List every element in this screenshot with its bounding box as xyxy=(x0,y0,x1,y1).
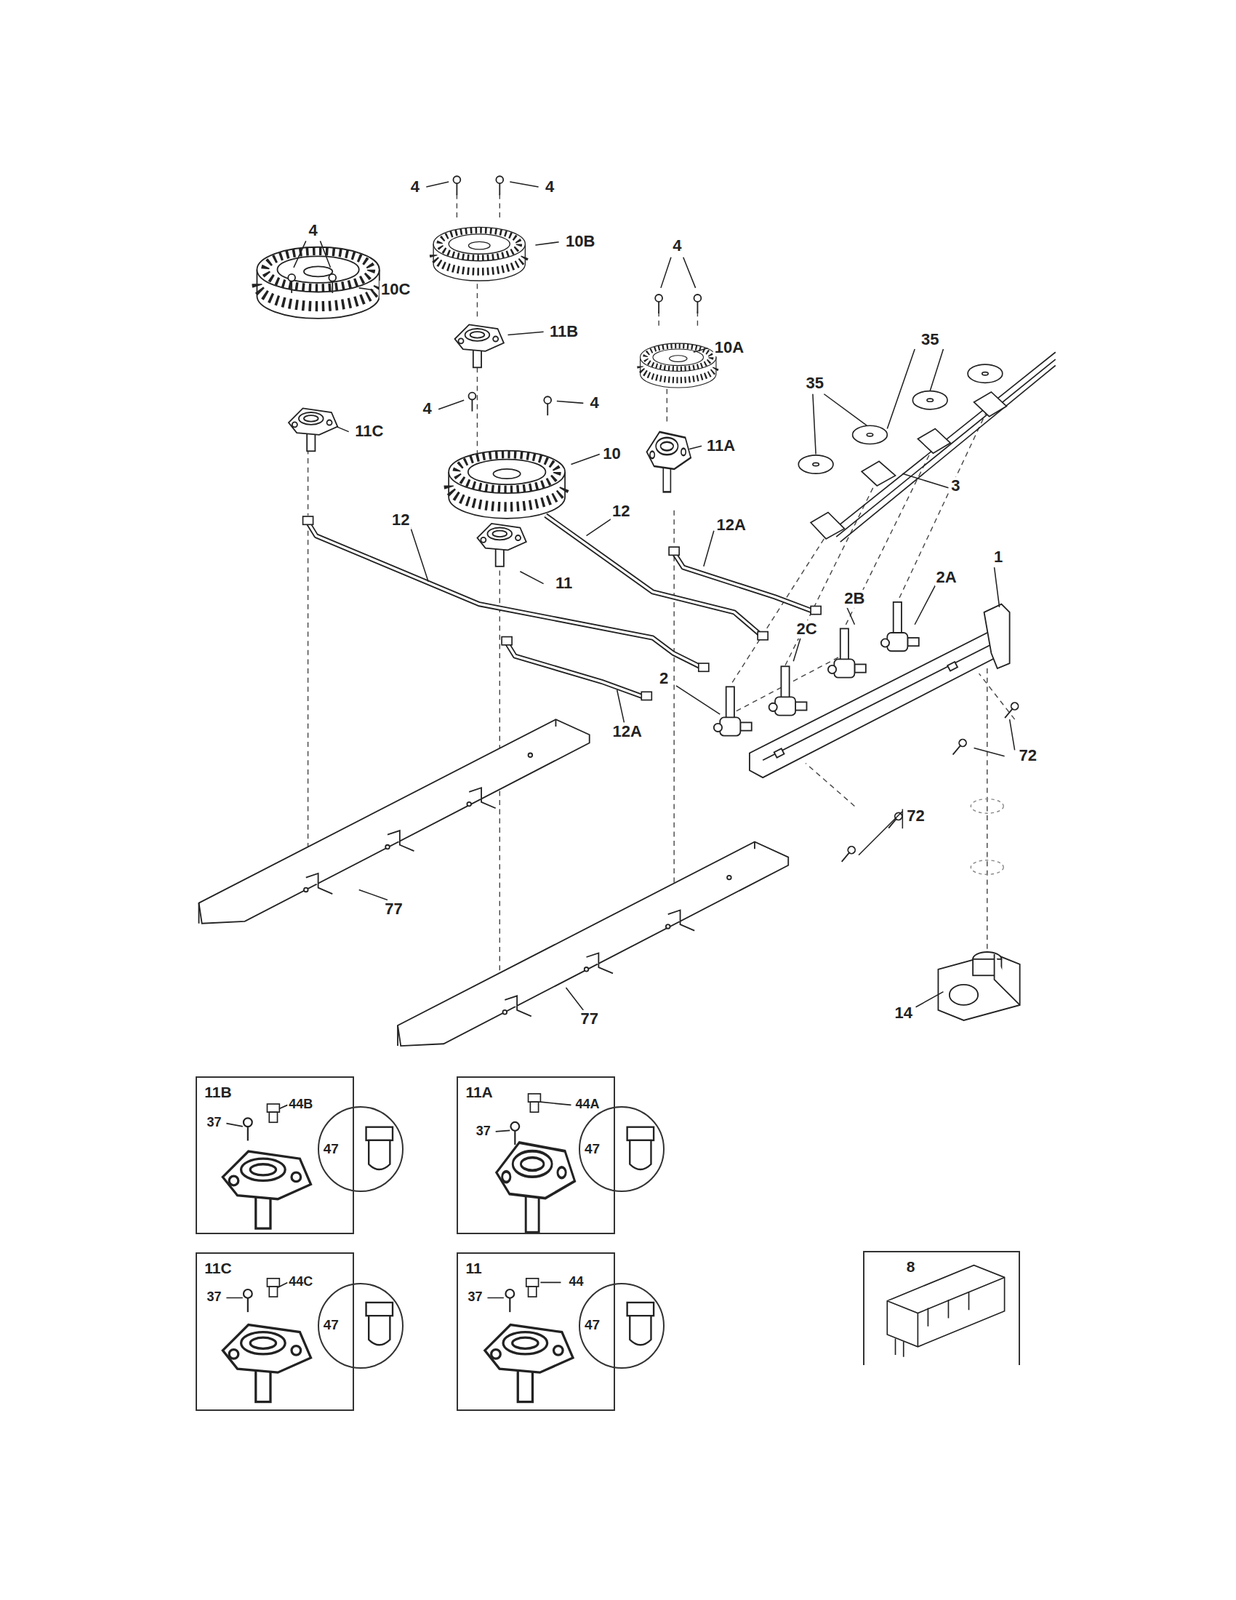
callout-number: 11A xyxy=(705,436,737,455)
callout-number: 10 xyxy=(601,444,622,463)
callout-number: 11A xyxy=(465,1083,493,1101)
callout-number: 12 xyxy=(610,502,632,520)
callout-number: 44 xyxy=(567,1274,585,1290)
callout-number: 2B xyxy=(842,589,866,608)
detail-circle: 47 xyxy=(317,1105,404,1192)
callout-number: 4 xyxy=(306,221,319,240)
callout-number: 8 xyxy=(906,1257,916,1275)
callout-number: 2 xyxy=(657,669,670,688)
callout-number: 4 xyxy=(671,237,683,255)
callout-number: 10C xyxy=(379,280,412,299)
callout-number: 47 xyxy=(323,1317,339,1333)
callout-number: 35 xyxy=(919,330,941,349)
callout-number: 11C xyxy=(204,1259,232,1276)
callout-number: 35 xyxy=(804,374,825,392)
inset-box: 11 47 xyxy=(456,1251,615,1410)
callout-number: 10A xyxy=(713,338,746,357)
callout-number: 77 xyxy=(383,900,404,918)
callout-number: 11B xyxy=(204,1083,232,1101)
detail-circle: 47 xyxy=(578,1282,665,1369)
callout-number: 2A xyxy=(934,568,959,587)
callout-number: 11 xyxy=(465,1259,482,1276)
callout-number: 72 xyxy=(1017,746,1039,765)
callout-number: 44C xyxy=(287,1274,315,1290)
callout-number: 44A xyxy=(573,1097,601,1112)
callout-number: 72 xyxy=(905,807,926,825)
callout-number: 11 xyxy=(554,574,574,592)
callout-number: 11C xyxy=(353,422,385,440)
inset-box: 11B 47 xyxy=(195,1076,354,1234)
callout-number: 4 xyxy=(421,399,434,418)
callout-number: 12A xyxy=(715,516,748,534)
inset-box: 11C 47 xyxy=(195,1251,354,1410)
callout-number: 44B xyxy=(287,1097,315,1112)
callout-number: 47 xyxy=(584,1317,600,1333)
callout-number: 3 xyxy=(949,476,962,495)
callout-number: 4 xyxy=(543,178,556,196)
callout-number: 77 xyxy=(578,1009,600,1028)
callout-number: 10B xyxy=(564,232,597,251)
callout-number: 4 xyxy=(409,178,421,196)
callout-number: 1 xyxy=(992,548,1005,566)
callout-number: 37 xyxy=(205,1289,224,1305)
callout-number: 37 xyxy=(466,1289,485,1305)
callout-number: 37 xyxy=(474,1124,493,1139)
callout-number: 4 xyxy=(588,394,601,412)
callout-number: 2C xyxy=(794,620,818,638)
callout-number: 11B xyxy=(548,322,580,341)
callout-number: 47 xyxy=(584,1141,600,1157)
callout-number: 47 xyxy=(323,1141,339,1157)
inset-box: 11A 47 xyxy=(456,1076,615,1234)
callout-number: 37 xyxy=(205,1115,224,1130)
detail-circle: 47 xyxy=(317,1282,404,1369)
callout-number: 12A xyxy=(610,722,643,741)
inset-box: 8 xyxy=(863,1250,1021,1365)
callout-number: 14 xyxy=(892,1004,914,1022)
callout-number: 12 xyxy=(390,511,411,529)
detail-circle: 47 xyxy=(578,1105,665,1192)
